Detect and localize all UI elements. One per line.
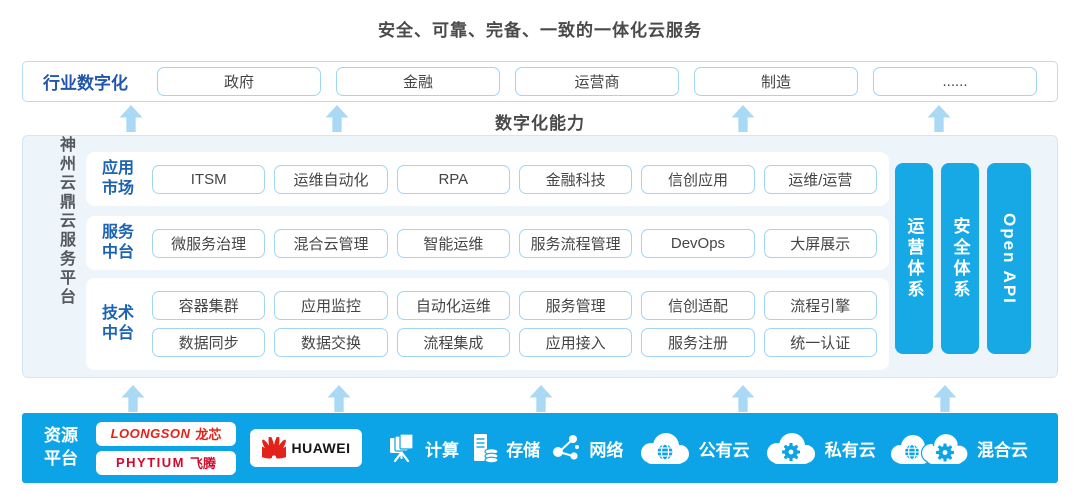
private-cloud-icon: [766, 433, 815, 464]
huawei-logo: HUAWEI: [250, 429, 362, 467]
pillar-open-api: Open API: [987, 163, 1031, 354]
up-arrow-icon: [731, 105, 755, 132]
resource-item-label: 混合云: [976, 440, 1028, 460]
phytium-cn-text: 飞腾: [189, 456, 216, 471]
resource-platform-bar: 资源平台 LOONGSON 龙芯 PHYTIUM 飞腾: [22, 413, 1058, 483]
resource-item-public-cloud: 公有云: [636, 431, 750, 465]
page-title: 安全、可靠、完备、一致的一体化云服务: [378, 21, 702, 40]
loongson-logo: LOONGSON 龙芯: [96, 421, 236, 446]
up-arrow-icon: [529, 385, 553, 412]
cpu-vendor-logos: LOONGSON 龙芯 PHYTIUM 飞腾: [96, 421, 236, 475]
tech-item-service-mgmt: 服务管理: [518, 291, 633, 320]
resource-items: 计算 存储: [388, 431, 1028, 465]
app-market-row: 应用市场 ITSM 运维自动化 RPA 金融科技 信创应用 运维/运营: [86, 152, 889, 206]
resource-arrow-band: [0, 382, 1080, 414]
industry-items: 政府 金融 运营商 制造 ......: [157, 67, 1037, 96]
pillar-operations-system: 运营体系: [895, 163, 933, 354]
resource-item-label: 公有云: [698, 440, 750, 460]
up-arrow-icon: [927, 105, 951, 132]
platform-panel: 神州云鼎云服务平台 应用市场 ITSM 运维自动化 RPA 金融科技 信创应用 …: [22, 135, 1058, 378]
industry-item-government: 政府: [157, 67, 321, 96]
up-arrow-icon: [731, 385, 755, 412]
resource-platform-label: 资源平台: [44, 426, 78, 468]
resource-item-storage: 存储: [471, 433, 540, 463]
industry-item-finance: 金融: [336, 67, 500, 96]
loongson-brand-text: LOONGSON: [110, 426, 191, 441]
resource-item-label: 私有云: [824, 440, 876, 460]
app-item-rpa: RPA: [396, 164, 510, 194]
app-item-ops-automation: 运维自动化: [274, 164, 388, 194]
tech-item-service-registry: 服务注册: [641, 328, 755, 357]
resource-item-label: 存储: [506, 440, 541, 460]
svc-item-microservice-governance: 微服务治理: [152, 228, 266, 258]
industry-row-label: 行业数字化: [43, 74, 128, 93]
svc-item-intelligent-ops: 智能运维: [396, 228, 510, 258]
app-market-items: ITSM 运维自动化 RPA 金融科技 信创应用 运维/运营: [152, 164, 877, 194]
industry-item-more: ......: [873, 67, 1037, 96]
app-item-fintech: 金融科技: [518, 164, 633, 194]
up-arrow-icon: [119, 105, 143, 132]
resource-item-hybrid-cloud: 混合云: [888, 431, 1028, 465]
storage-icon: [474, 434, 499, 463]
huawei-brand-text: HUAWEI: [291, 440, 351, 456]
platform-side-label: 神州云鼎云服务平台: [57, 136, 74, 307]
tech-middle-row: 技术中台 容器集群 应用监控 自动化运维 服务管理 信创适配 流程引擎 数据同步…: [86, 278, 889, 370]
public-cloud-icon: [640, 433, 689, 464]
resource-item-compute: 计算: [388, 433, 459, 463]
app-market-label: 应用市场: [102, 160, 135, 197]
resource-item-private-cloud: 私有云: [762, 431, 876, 465]
huawei-petal-icon: [261, 437, 286, 459]
tech-item-automated-ops: 自动化运维: [396, 291, 510, 320]
svc-item-devops: DevOps: [641, 228, 755, 258]
hybrid-cloud-icon: [890, 432, 969, 464]
app-item-itsm: ITSM: [152, 164, 266, 194]
tech-item-xinchuang-adapt: 信创适配: [641, 291, 755, 320]
phytium-brand-text: PHYTIUM: [115, 455, 185, 470]
tech-item-process-engine: 流程引擎: [763, 291, 877, 320]
capability-label: 数字化能力: [495, 114, 585, 133]
network-icon: [553, 435, 580, 460]
svc-item-service-process-mgmt: 服务流程管理: [518, 228, 633, 258]
up-arrow-icon: [121, 385, 145, 412]
industry-row: 行业数字化 政府 金融 运营商 制造 ......: [22, 61, 1058, 102]
up-arrow-icon: [327, 385, 351, 412]
tech-item-unified-auth: 统一认证: [763, 328, 877, 357]
tech-item-data-sync: 数据同步: [152, 328, 266, 357]
resource-item-network: 网络: [552, 433, 623, 463]
service-middle-label: 服务中台: [102, 224, 135, 261]
industry-item-manufacturing: 制造: [694, 67, 858, 96]
resource-item-label: 网络: [589, 440, 624, 460]
resource-item-label: 计算: [425, 440, 459, 460]
industry-item-operator: 运营商: [515, 67, 679, 96]
svc-item-hybrid-cloud-mgmt: 混合云管理: [274, 228, 388, 258]
tech-item-process-integration: 流程集成: [396, 328, 510, 357]
tech-item-app-monitoring: 应用监控: [274, 291, 388, 320]
app-item-xinchuang-app: 信创应用: [641, 164, 755, 194]
phytium-logo: PHYTIUM 飞腾: [96, 450, 236, 475]
service-middle-items: 微服务治理 混合云管理 智能运维 服务流程管理 DevOps 大屏展示: [152, 228, 877, 258]
up-arrow-icon: [325, 105, 349, 132]
app-item-ops-operation: 运维/运营: [763, 164, 877, 194]
service-middle-row: 服务中台 微服务治理 混合云管理 智能运维 服务流程管理 DevOps 大屏展示: [86, 216, 889, 270]
tech-item-data-exchange: 数据交换: [274, 328, 388, 357]
svc-item-big-screen: 大屏展示: [763, 228, 877, 258]
up-arrow-icon: [933, 385, 957, 412]
pillar-security-system: 安全体系: [941, 163, 979, 354]
capability-band: 数字化能力: [0, 102, 1080, 134]
loongson-cn-text: 龙芯: [195, 427, 222, 442]
tech-item-container-cluster: 容器集群: [152, 291, 266, 320]
tech-middle-items: 容器集群 应用监控 自动化运维 服务管理 信创适配 流程引擎 数据同步 数据交换…: [152, 291, 877, 357]
compute-icon: [390, 433, 414, 463]
tech-item-app-access: 应用接入: [518, 328, 633, 357]
tech-middle-label: 技术中台: [102, 305, 135, 342]
